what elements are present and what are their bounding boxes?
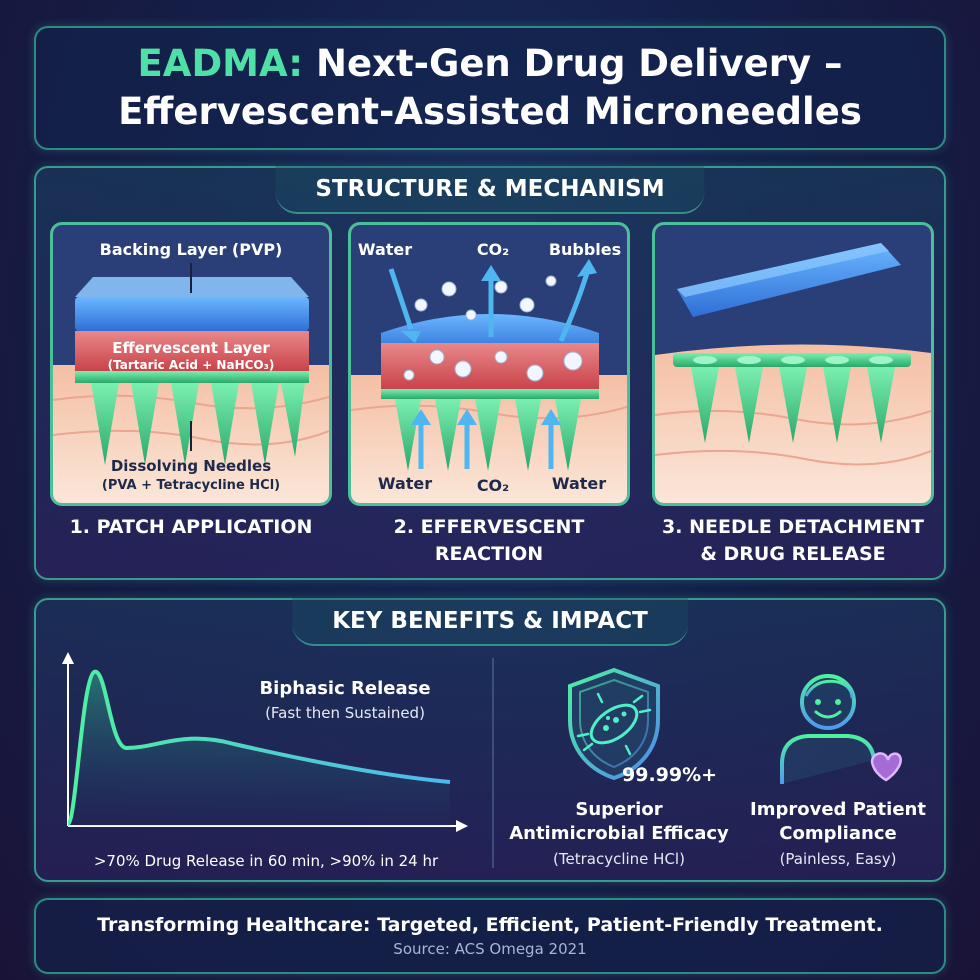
title-main: Next-Gen Drug Delivery – <box>315 42 843 85</box>
effervescent-reaction-illustration: Water CO₂ Bubbles Water CO₂ Water <box>351 225 627 503</box>
dissolving-needles <box>91 383 305 465</box>
bacteria-icon <box>576 692 652 756</box>
stage3-caption: 3. NEEDLE DETACHMENT & DRUG RELEASE <box>643 514 943 568</box>
stage2-caption-line2: REACTION <box>434 543 544 565</box>
compliance-sub: (Painless, Easy) <box>779 850 897 868</box>
effervescent-sub: (Tartaric Acid + NaHCO₃) <box>108 358 275 372</box>
stage3-caption-line2: & DRUG RELEASE <box>700 543 886 565</box>
benefits-panel: KEY BENEFITS & IMPACT Biphasic Release (… <box>34 598 946 882</box>
antimicrobial-title: Superior Antimicrobial Efficacy <box>494 798 744 846</box>
structure-heading: STRUCTURE & MECHANISM <box>275 166 705 214</box>
stage-patch-application: Backing Layer (PVP) Effervescent Layer (… <box>50 222 332 506</box>
needles-label: Dissolving Needles <box>111 457 271 475</box>
heart-icon <box>870 752 902 782</box>
release-curve <box>66 669 451 826</box>
patient-heart-icon <box>780 674 902 784</box>
footer-panel: Transforming Healthcare: Targeted, Effic… <box>34 898 946 974</box>
needles-sub: (PVA + Tetracycline HCl) <box>102 478 280 493</box>
water-label-bottom-right: Water <box>552 474 606 493</box>
patch-application-illustration: Backing Layer (PVP) Effervescent Layer (… <box>53 225 329 503</box>
water-label-bottom-left: Water <box>378 474 432 493</box>
backing-label: Backing Layer (PVP) <box>100 240 283 259</box>
release-area <box>68 671 450 826</box>
shield-bacteria-icon <box>568 667 660 781</box>
chart-subtitle: (Fast then Sustained) <box>265 704 425 722</box>
co2-bubbles <box>403 275 583 382</box>
stage3-caption-line1: 3. NEEDLE DETACHMENT <box>662 516 924 538</box>
chart-note: >70% Drug Release in 60 min, >90% in 24 … <box>93 852 439 870</box>
patient-head <box>800 674 856 730</box>
patient-body <box>780 734 876 784</box>
compliance-title-line1: Improved Patient <box>750 799 926 820</box>
backing-layer <box>75 297 309 331</box>
flow-arrows <box>388 268 590 469</box>
compliance-title: Improved Patient Compliance <box>738 798 938 846</box>
water-label-top: Water <box>358 240 412 259</box>
structure-panel: STRUCTURE & MECHANISM <box>34 166 946 580</box>
stage1-caption: 1. PATCH APPLICATION <box>41 514 341 541</box>
stage1-caption-text: 1. PATCH APPLICATION <box>69 516 313 538</box>
detached-backing-layer <box>677 243 901 317</box>
bubbles-label: Bubbles <box>549 240 621 259</box>
antimicrobial-title-line1: Superior <box>575 799 663 820</box>
stage2-caption-line1: 2. EFFERVESCENT <box>393 516 585 538</box>
benefits-divider <box>492 658 494 868</box>
stage-effervescent-reaction: Water CO₂ Bubbles Water CO₂ Water <box>348 222 630 506</box>
footer-source: Source: ACS Omega 2021 <box>393 940 587 958</box>
footer-tagline: Transforming Healthcare: Targeted, Effic… <box>97 914 883 936</box>
page-subtitle: Effervescent-Assisted Microneedles <box>118 90 862 133</box>
title-panel: EADMA: Next-Gen Drug Delivery – Efferves… <box>34 26 946 150</box>
co2-label-bottom: CO₂ <box>477 476 509 495</box>
page-title: EADMA: Next-Gen Drug Delivery – <box>138 40 843 88</box>
stage-needle-detachment <box>652 222 934 506</box>
title-acronym: EADMA: <box>137 42 304 85</box>
stage2-caption: 2. EFFERVESCENT REACTION <box>339 514 639 568</box>
effervescent-layer <box>75 331 309 371</box>
effervescent-layer-reacting <box>381 343 599 389</box>
release-curve-chart <box>62 652 468 832</box>
chart-title: Biphasic Release <box>259 678 431 699</box>
antimicrobial-title-line2: Antimicrobial Efficacy <box>509 823 729 844</box>
co2-label-top: CO₂ <box>477 240 509 259</box>
effervescent-label: Effervescent Layer <box>112 339 270 357</box>
dissolving-needles <box>395 399 581 471</box>
antimicrobial-stat: 99.99%+ <box>622 764 718 786</box>
antimicrobial-sub: (Tetracycline HCl) <box>553 850 685 868</box>
needle-detachment-illustration <box>655 225 931 503</box>
embedded-needles <box>691 367 895 443</box>
benefits-heading: KEY BENEFITS & IMPACT <box>292 598 688 646</box>
compliance-title-line2: Compliance <box>779 823 897 844</box>
